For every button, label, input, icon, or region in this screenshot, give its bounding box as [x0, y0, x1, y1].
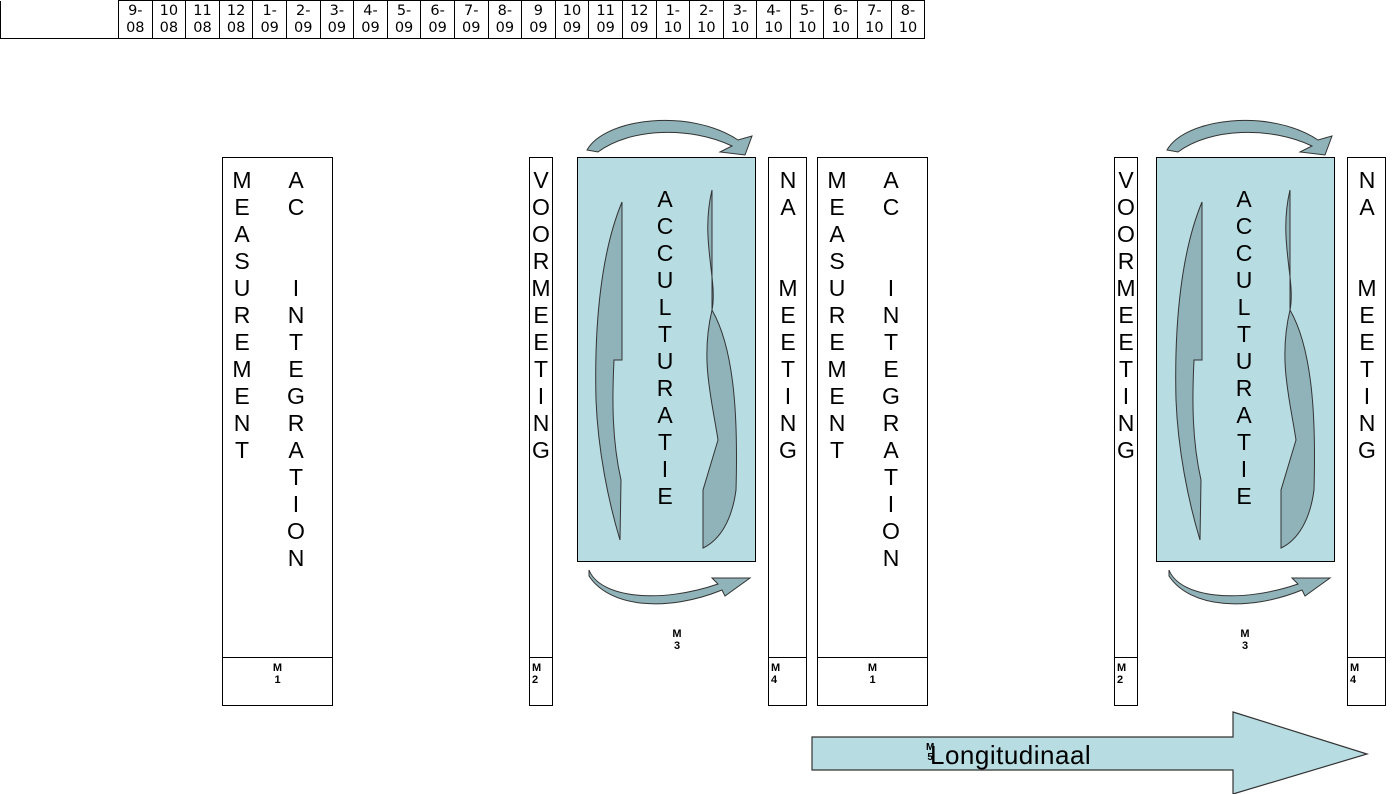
top-curved-arrow-2 [1167, 120, 1332, 155]
bottom-curved-arrow-1 [589, 570, 750, 604]
longitudinaal-label: Longitudinaal [930, 740, 1091, 771]
cycle-arrow-right-2 [1281, 190, 1315, 548]
bottom-curved-arrow-2 [1169, 570, 1330, 604]
cycle-arrow-left-2 [1176, 202, 1202, 540]
cycle-arrow-left-1 [596, 202, 622, 540]
top-curved-arrow-1 [587, 120, 752, 155]
cycle-arrow-right-1 [703, 190, 737, 548]
